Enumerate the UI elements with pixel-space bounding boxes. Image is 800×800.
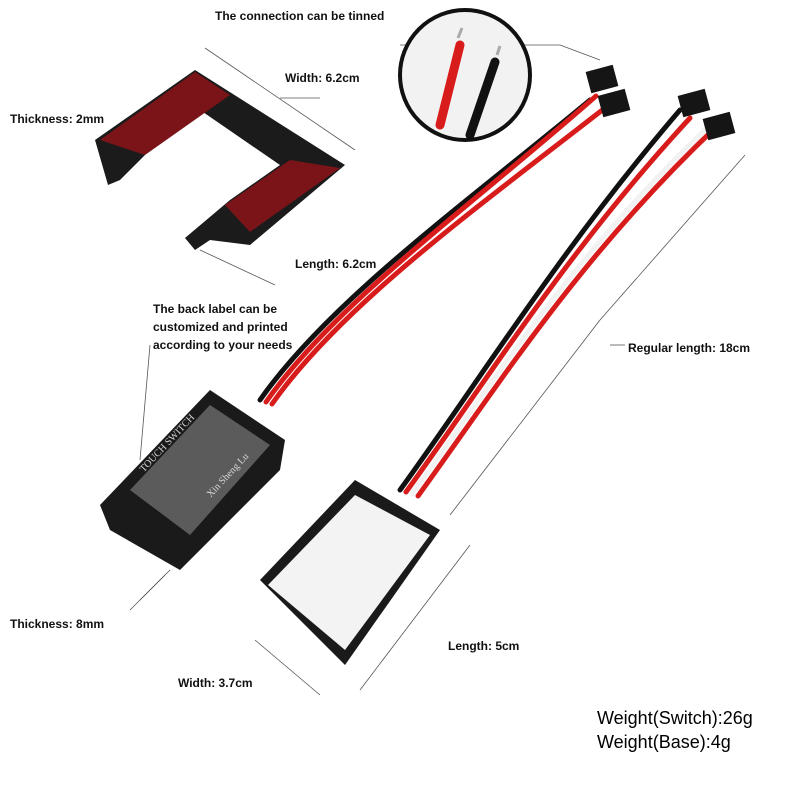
label-regular-length: Regular length: 18cm bbox=[628, 341, 751, 355]
label-frame-width: Width: 6.2cm bbox=[285, 71, 360, 85]
label-back-label: The back label can be customized and pri… bbox=[153, 302, 293, 352]
label-frame-thickness: Thickness: 2mm bbox=[10, 112, 105, 126]
label-base-length: Length: 5cm bbox=[448, 639, 520, 653]
sensor-base bbox=[260, 480, 440, 665]
tinned-wire-inset bbox=[398, 8, 532, 142]
touch-switch-body bbox=[100, 390, 285, 570]
u-frame bbox=[95, 70, 345, 250]
weight-switch: Weight(Switch):26g bbox=[597, 708, 753, 728]
label-tinned: The connection can be tinned bbox=[215, 9, 385, 23]
label-switch-thickness: Thickness: 8mm bbox=[10, 617, 105, 631]
base-cable bbox=[397, 107, 718, 499]
label-base-width: Width: 3.7cm bbox=[178, 676, 253, 690]
weight-base: Weight(Base):4g bbox=[597, 732, 731, 752]
switch-cable bbox=[257, 93, 613, 407]
connectors bbox=[585, 64, 736, 141]
label-frame-length: Length: 6.2cm bbox=[295, 257, 377, 271]
